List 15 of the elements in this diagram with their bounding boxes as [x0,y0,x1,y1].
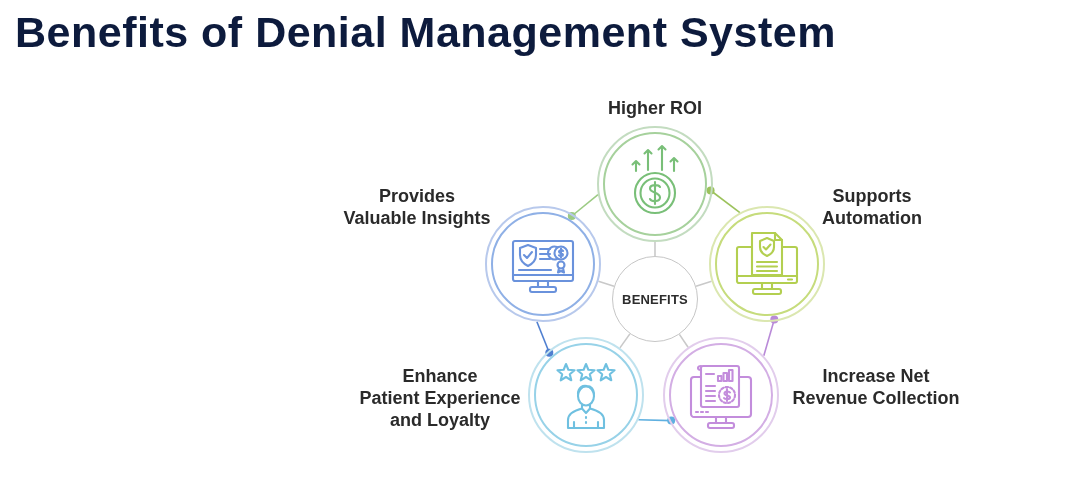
page-title: Benefits of Denial Management System [15,8,836,56]
dot-connector [567,193,599,220]
spoke-line [695,280,713,287]
dot-connector [706,186,741,214]
benefit-heading: Increase Net Revenue Collection [791,365,961,409]
dot-connector [637,416,676,425]
benefit-heading: Supports Automation [821,185,923,229]
center-label: BENEFITS [622,291,688,307]
benefit-heading: Higher ROI [607,97,703,119]
spoke-line [597,280,615,287]
spoke-line [654,241,656,257]
benefit-heading: Enhance Patient Experience and Loyalty [358,365,522,431]
benefit-heading: Provides Valuable Insights [342,185,492,229]
spoke-line [619,333,631,349]
dot-connector [536,320,554,357]
